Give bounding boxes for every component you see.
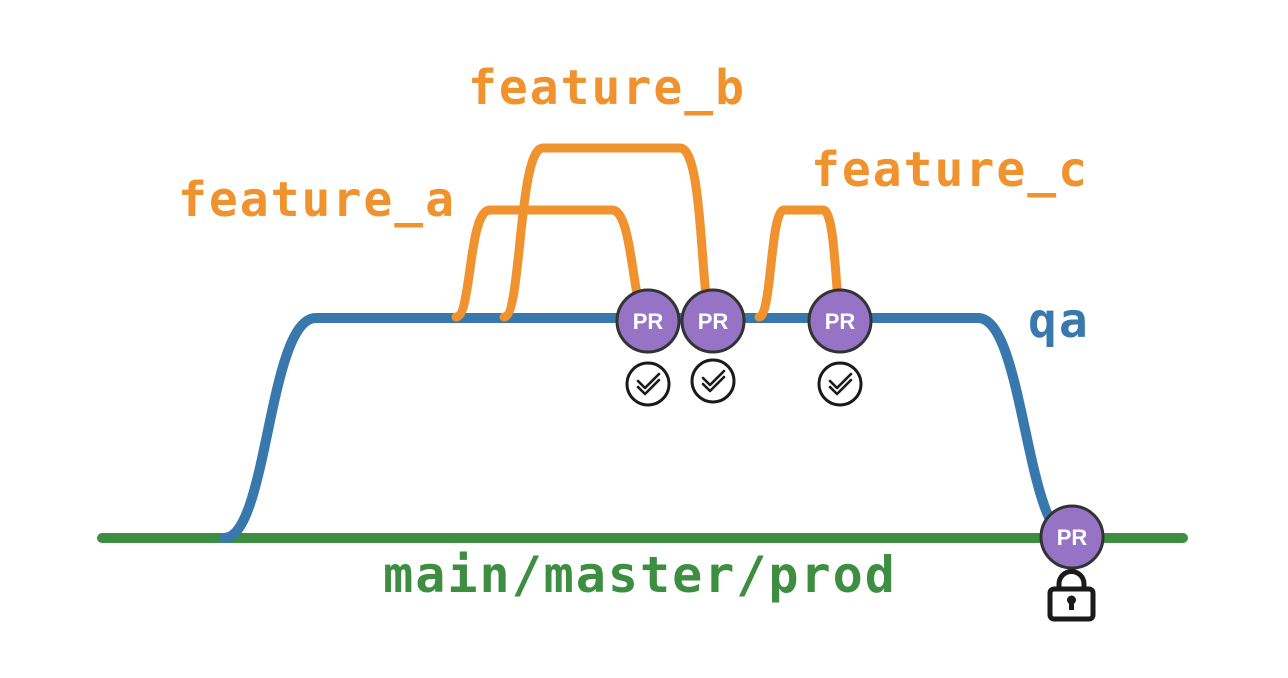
check-mark (828, 378, 853, 396)
qa-label: qa (1028, 293, 1090, 349)
check-mark (701, 369, 726, 387)
main-branch-label: main/master/prod (383, 546, 897, 604)
pr-badge-feature-b: PR (680, 288, 746, 354)
pr-badge-label: PR (633, 309, 664, 334)
checks-passed-icon (625, 361, 671, 407)
check-mark (636, 372, 661, 390)
feature-a-branch-line (451, 205, 652, 322)
pr-badge-label: PR (698, 309, 729, 334)
pr-badge-feature-a: PR (615, 288, 681, 354)
pr-badge-label: PR (825, 309, 856, 334)
feature-a-label: feature_a (178, 172, 456, 228)
feature-b-label: feature_b (468, 60, 746, 116)
checks-passed-icon (817, 361, 863, 407)
pr-badge-qa-to-main: PR (1039, 504, 1105, 570)
feature-c-label: feature_c (811, 142, 1089, 198)
pr-badge-circle (807, 288, 873, 354)
lock-icon (1047, 569, 1096, 622)
pr-badge-circle (680, 288, 746, 354)
check-mark (701, 375, 726, 393)
lock-keyhole-stem (1069, 601, 1074, 610)
pr-badge-label: PR (1057, 525, 1088, 550)
check-mark (636, 378, 661, 396)
feature-b-branch-line (499, 143, 717, 322)
pr-badge-circle (1039, 504, 1105, 570)
checks-passed-icon (690, 358, 736, 404)
pr-badge-circle (615, 288, 681, 354)
pr-badge-feature-c: PR (807, 288, 873, 354)
check-mark (828, 372, 853, 390)
lock-shackle (1056, 569, 1087, 590)
